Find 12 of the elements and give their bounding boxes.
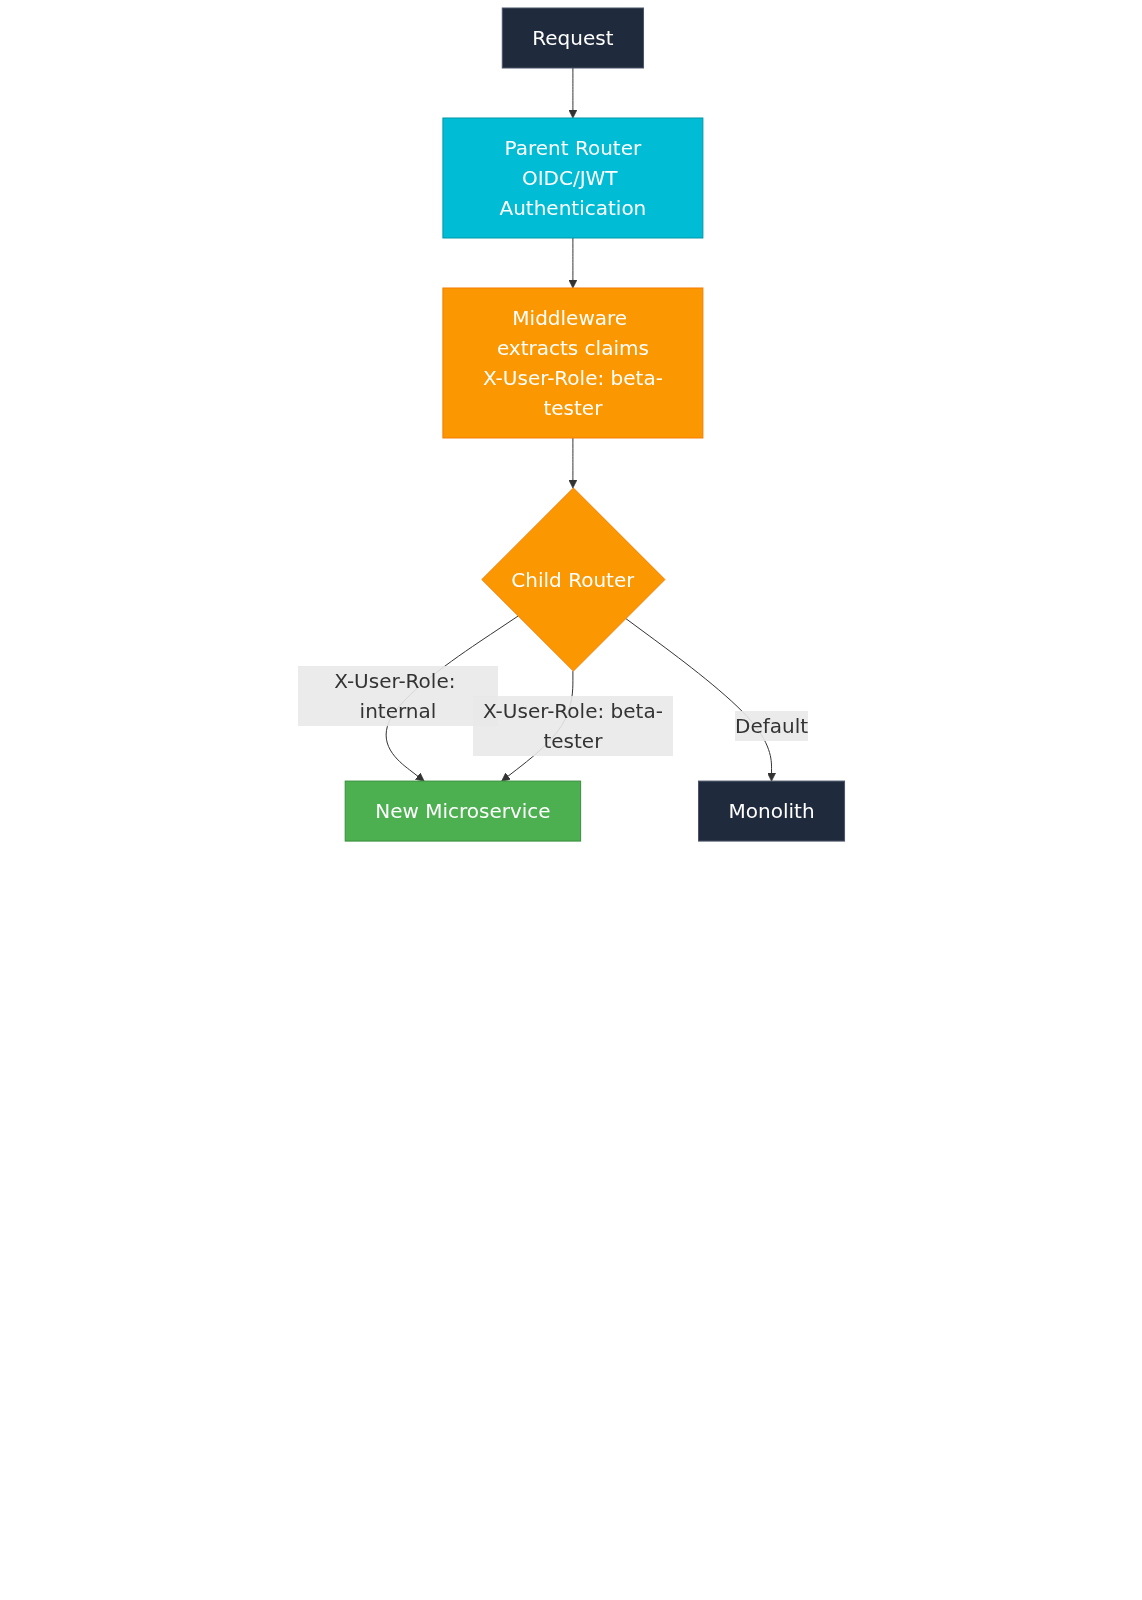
edge-label: Default	[734, 714, 808, 739]
edge-label: X-User-Role: beta-tester	[482, 699, 663, 754]
node-box: Middleware extracts claims X-User-Role: beta-tester	[442, 287, 704, 439]
node-box: Monolith	[697, 780, 845, 842]
arrow	[568, 237, 577, 289]
edge-label: X-User-Role: internal	[333, 669, 456, 724]
node-box: Request	[501, 7, 644, 69]
node-box: Parent Router OIDC/JWT Authentication	[442, 117, 704, 239]
arrow	[568, 67, 577, 119]
arrow	[568, 437, 577, 489]
node-box: New Microservice	[344, 780, 581, 842]
node-diamond: Child Router	[481, 487, 666, 672]
